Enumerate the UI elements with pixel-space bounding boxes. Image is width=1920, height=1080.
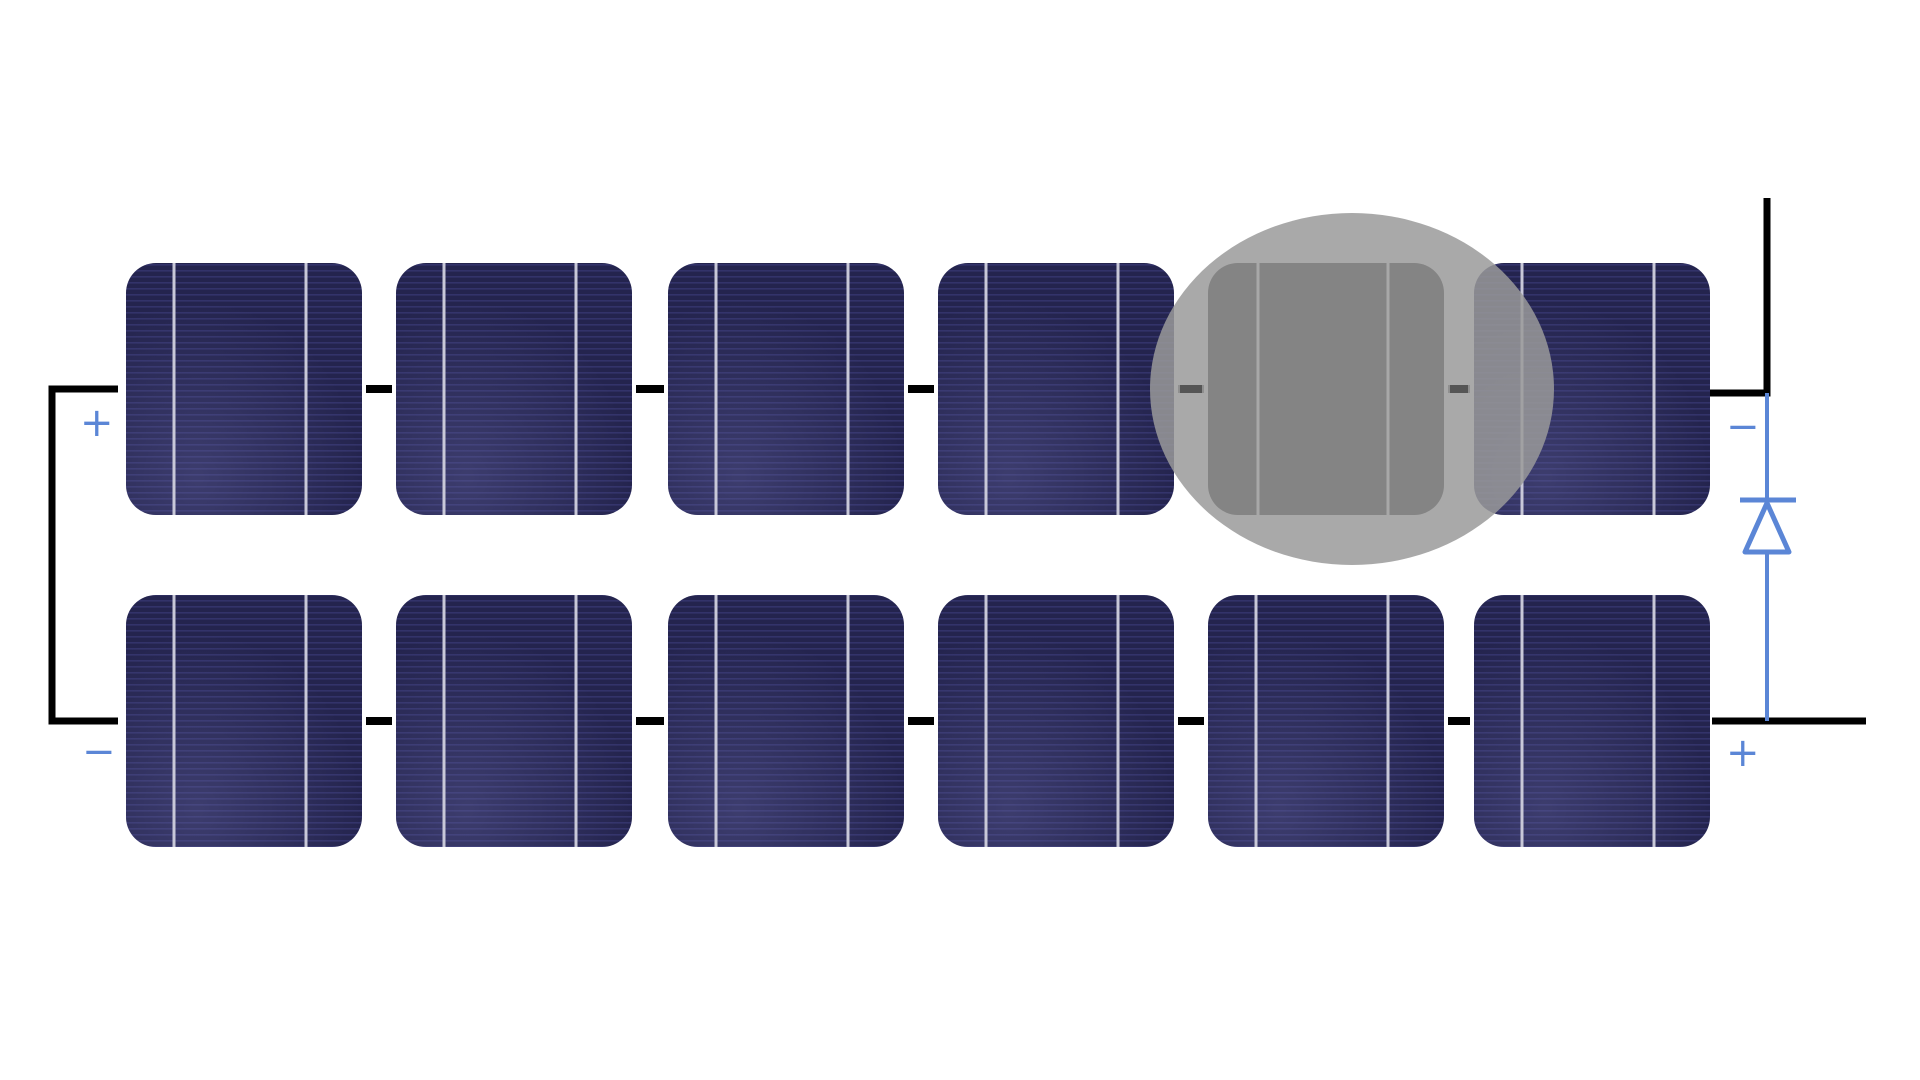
solar-cell-r2-c3 <box>668 595 904 847</box>
solar-cell-r1-c3 <box>668 263 904 515</box>
bypass-diode-icon <box>1740 497 1796 555</box>
polarity-top-right: − <box>1726 404 1760 450</box>
left-return-wire <box>48 385 118 725</box>
shaded-cell <box>1208 263 1444 515</box>
polarity-top-left: + <box>80 400 114 446</box>
solar-cell-r2-c1 <box>126 595 362 847</box>
top-right-output-wire <box>1707 198 1771 397</box>
solar-cells <box>126 263 1710 847</box>
solar-cell-r1-c4 <box>938 263 1174 515</box>
solar-cell-r2-c4 <box>938 595 1174 847</box>
solar-cell-r1-c5 <box>1208 263 1444 515</box>
solar-cell-r2-c2 <box>396 595 632 847</box>
solar-cell-r2-c6 <box>1474 595 1710 847</box>
cell-connectors <box>366 385 1470 725</box>
polarity-bottom-right: + <box>1726 730 1760 776</box>
polarity-bottom-left: − <box>82 729 116 775</box>
solar-cell-r2-c5 <box>1208 595 1444 847</box>
solar-cell-r1-c1 <box>126 263 362 515</box>
solar-cell-r1-c2 <box>396 263 632 515</box>
